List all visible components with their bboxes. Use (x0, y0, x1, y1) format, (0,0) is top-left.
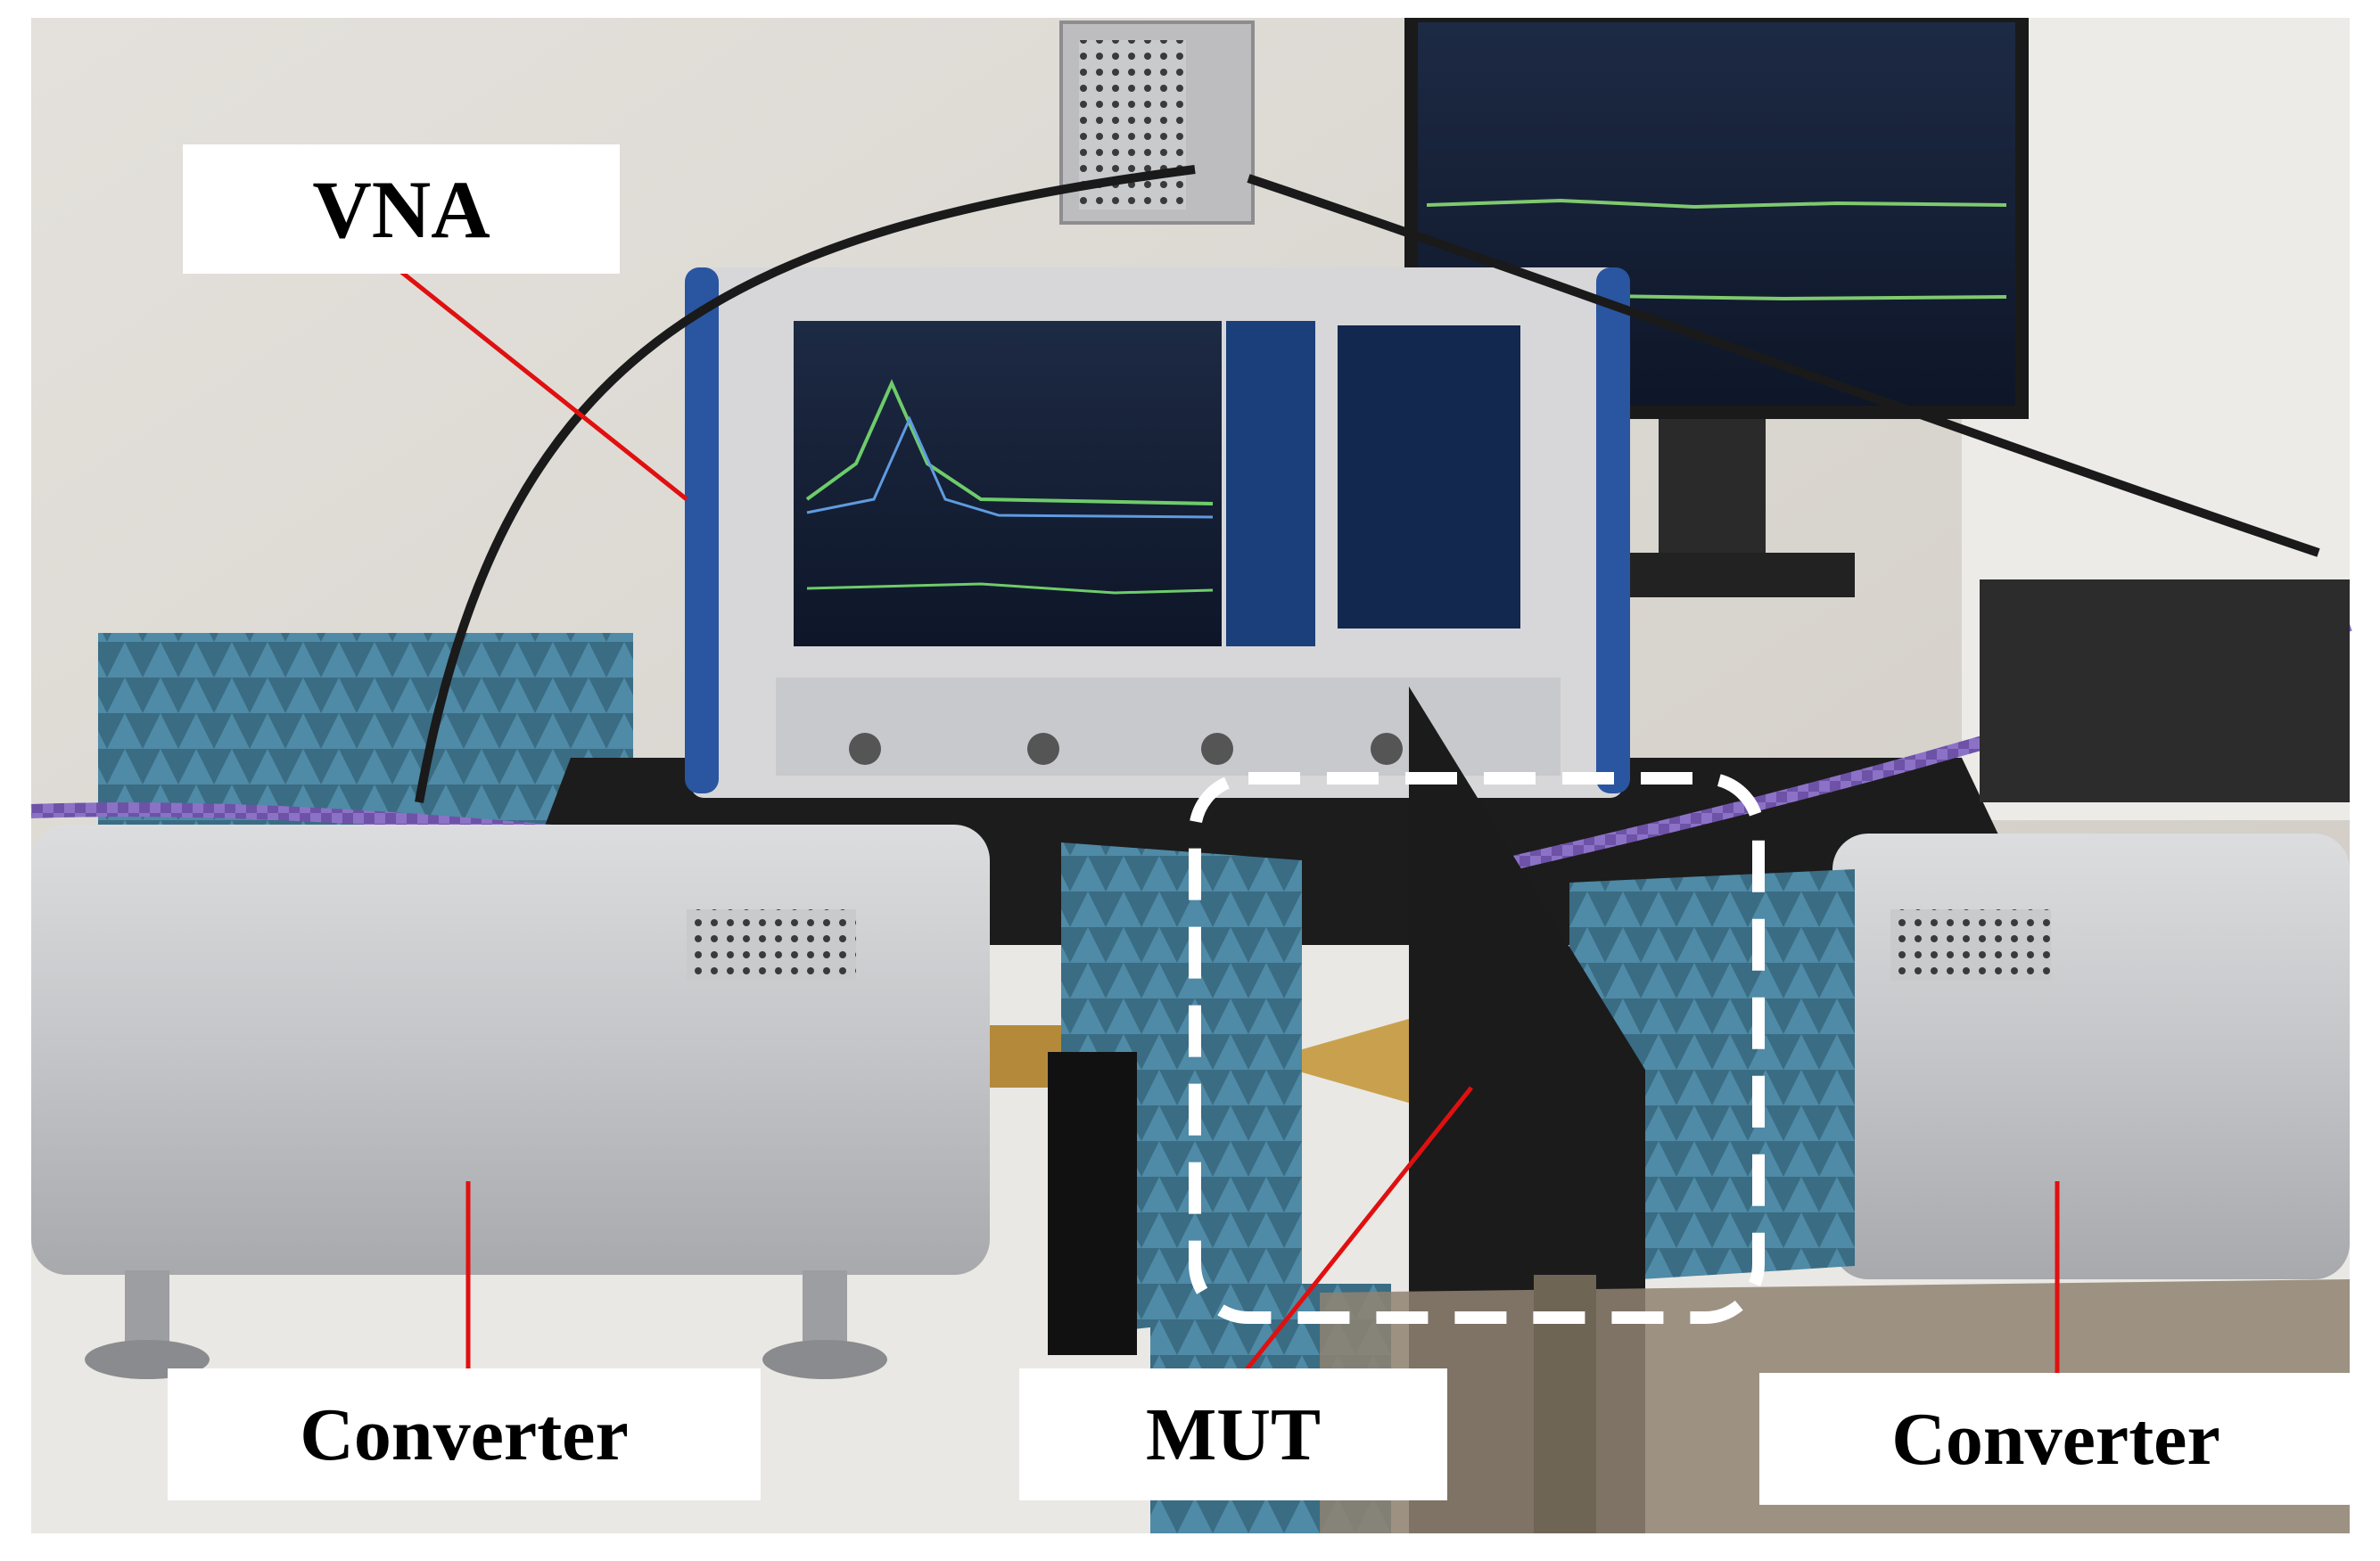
black-cable-top (415, 165, 1196, 803)
vna-keypad-display (1338, 325, 1520, 629)
vna-port-3 (1027, 733, 1059, 765)
absorber-left-base (1048, 1052, 1137, 1355)
vna-trace-blue (806, 415, 1214, 519)
converter-left-body (31, 825, 990, 1275)
monitor-stand (1659, 419, 1766, 562)
vna-leader-line (399, 270, 688, 501)
vna-side-panel (1226, 321, 1315, 646)
vna-trace-green (805, 379, 1214, 505)
converter-left-label: Converter (168, 1368, 761, 1500)
black-cable-right (1247, 174, 2320, 557)
vna-port-2 (1201, 733, 1233, 765)
vna-display (794, 321, 1222, 646)
vna-trace-lower (806, 582, 1214, 595)
right-equipment-box (1980, 579, 2350, 802)
vna-label: VNA (183, 144, 620, 274)
vna-frame-left (685, 267, 719, 793)
vna-port-4 (1371, 733, 1403, 765)
mut-leader-line (1242, 1086, 1473, 1375)
vna-frame-right (1596, 267, 1630, 793)
mut-label-text: MUT (1146, 1393, 1321, 1476)
monitor-trace-1 (1426, 198, 2007, 210)
converter-left-label-text: Converter (300, 1393, 629, 1476)
converter-left-grille (687, 909, 856, 981)
vna-port-1 (849, 733, 881, 765)
converter-right-grille (1890, 909, 2051, 981)
mut-label: MUT (1019, 1368, 1447, 1500)
converter-right-label: Converter (1759, 1373, 2352, 1505)
mut-dashed-outline (1189, 772, 1765, 1324)
vna-label-text: VNA (312, 163, 490, 255)
horn-antenna (1293, 1016, 1418, 1105)
converter-right-body (1832, 834, 2350, 1279)
converter-left-foot-pad-2 (762, 1340, 887, 1379)
converter-right-label-text: Converter (1891, 1397, 2220, 1481)
